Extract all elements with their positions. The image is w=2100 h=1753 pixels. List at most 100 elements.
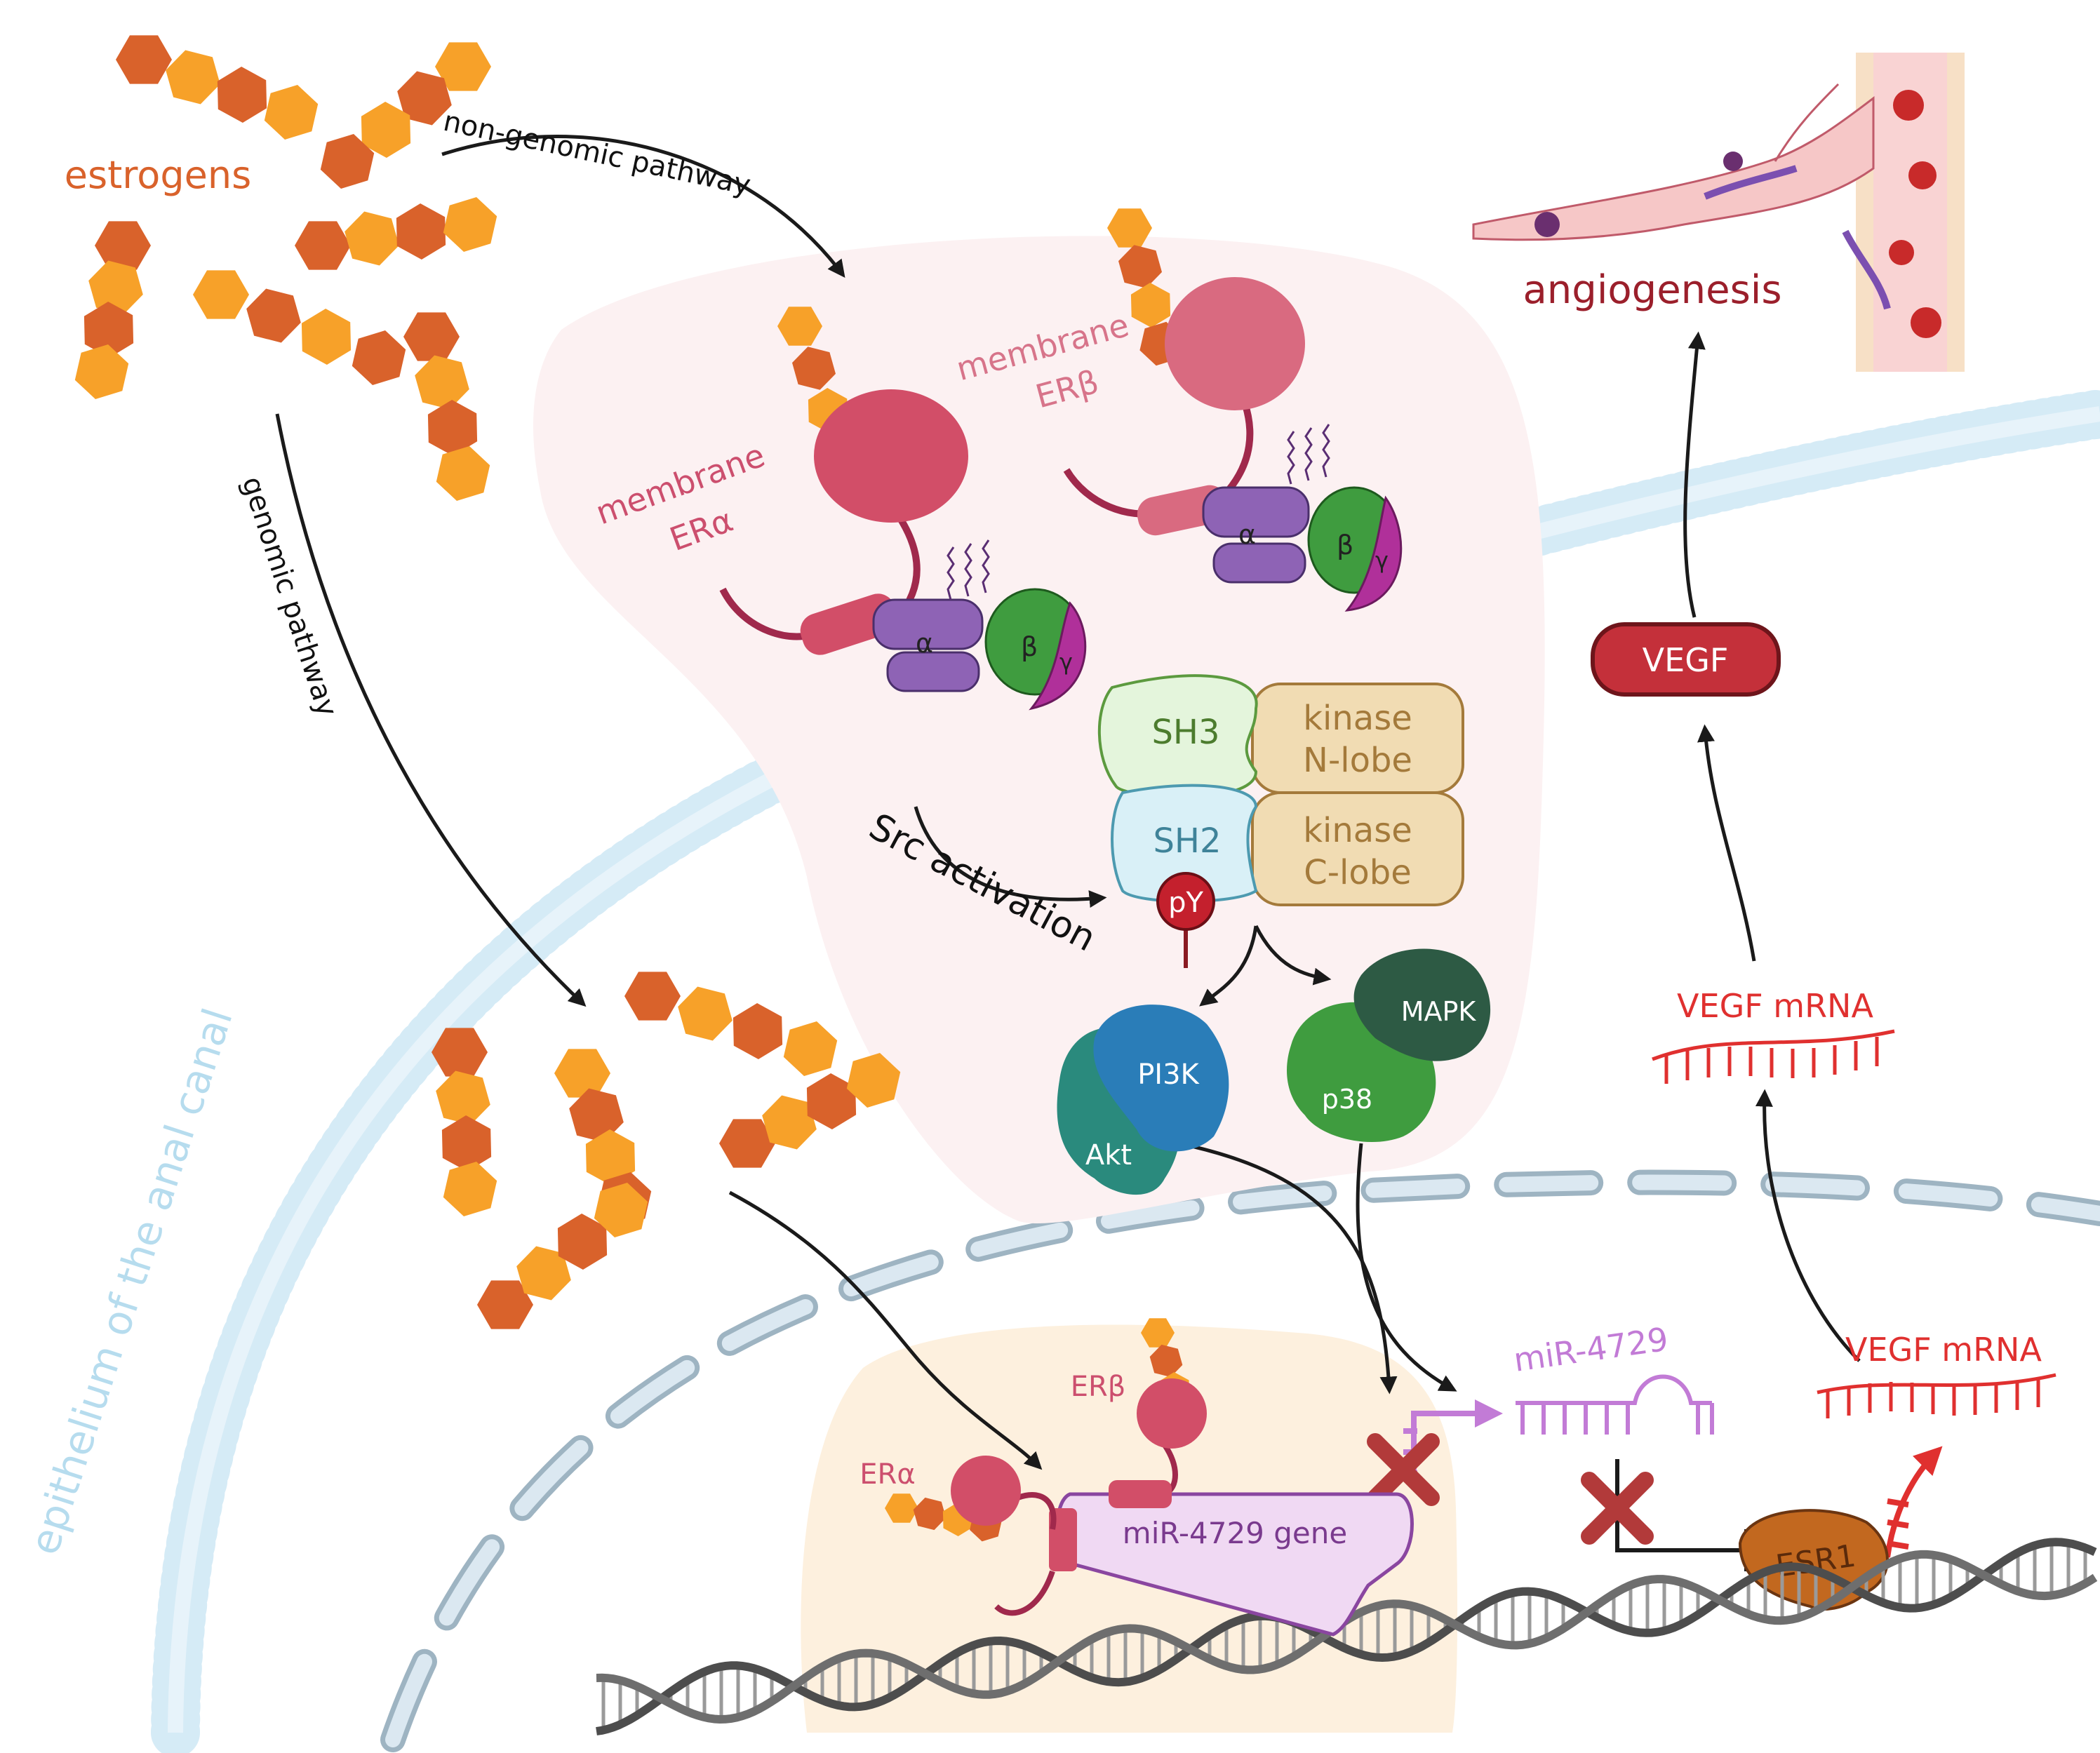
estrogen-ring bbox=[74, 344, 129, 399]
kinase-n-label-2: N-lobe bbox=[1303, 741, 1412, 780]
estrogen-ring bbox=[1149, 1344, 1183, 1378]
estrogen-ring bbox=[777, 307, 822, 346]
arrow-vegf-to-angiogenesis bbox=[1683, 331, 1706, 618]
g-alpha-label-2: α bbox=[1238, 519, 1256, 550]
estrogen-ring bbox=[443, 1162, 497, 1216]
mir-4729-label: miR-4729 bbox=[1511, 1320, 1671, 1379]
estrogen-ring bbox=[885, 1493, 918, 1523]
estrogen-ring bbox=[436, 1070, 490, 1125]
nongenomic-panel bbox=[533, 236, 1545, 1223]
estrogen-ring bbox=[193, 270, 249, 319]
estrogen-ring bbox=[301, 309, 352, 365]
inhibition-line bbox=[1615, 1459, 1747, 1552]
vegf-mrna-lower-label: VEGF mRNA bbox=[1845, 1331, 2042, 1369]
estrogen-ring bbox=[361, 102, 411, 158]
vegf-mrna-upper-label: VEGF mRNA bbox=[1677, 987, 1873, 1025]
estrogen-ring bbox=[1107, 208, 1152, 248]
kinase-c-label-2: C-lobe bbox=[1304, 853, 1412, 892]
sh3-label: SH3 bbox=[1151, 713, 1219, 752]
estrogen-ring bbox=[594, 1183, 648, 1237]
estrogen-ring bbox=[792, 347, 836, 390]
estrogen-ring bbox=[678, 986, 733, 1041]
arrow-akt-to-gene bbox=[1178, 1141, 1398, 1395]
py-label: pY bbox=[1168, 887, 1203, 919]
estrogen-ring bbox=[783, 1021, 838, 1076]
transcription-block-x-1 bbox=[1367, 1433, 1440, 1506]
estrogen-ring bbox=[477, 1280, 533, 1329]
estrogen-ring bbox=[427, 400, 478, 456]
estrogen-ring bbox=[1130, 283, 1171, 328]
er-beta-nuc-label: ERβ bbox=[1071, 1371, 1126, 1403]
kinase-c-label-1: kinase bbox=[1303, 811, 1412, 850]
estrogen-ring bbox=[557, 1214, 608, 1270]
estrogen-ring bbox=[762, 1095, 817, 1150]
estrogen-molecules bbox=[74, 35, 1199, 1542]
mir-4729-gene bbox=[1049, 1492, 1414, 1637]
estrogen-ring bbox=[554, 1049, 610, 1098]
estrogen-ring bbox=[403, 312, 460, 361]
estrogens-label: estrogens bbox=[65, 153, 251, 197]
estrogen-ring bbox=[217, 67, 267, 123]
estrogen-ring bbox=[806, 1073, 857, 1129]
er-alpha-nuc-label: ERα bbox=[860, 1458, 915, 1491]
estrogen-ring bbox=[397, 71, 452, 126]
mir-gene-label: miR-4729 gene bbox=[1123, 1516, 1347, 1550]
estrogen-ring bbox=[913, 1497, 947, 1531]
g-beta-label-2: β bbox=[1337, 530, 1353, 560]
estrogen-ring bbox=[320, 134, 375, 189]
estrogen-ring bbox=[246, 288, 301, 343]
estrogen-ring bbox=[396, 203, 446, 260]
g-beta-label: β bbox=[1021, 631, 1038, 662]
esr1-transcription-arrow bbox=[1885, 1446, 1943, 1558]
arrow-p38-to-gene bbox=[1356, 1143, 1457, 1392]
arrow-mrna-to-vegf bbox=[1697, 724, 1756, 962]
arrow-src-activation bbox=[914, 806, 1107, 908]
p38-mapk-complex: MAPK p38 bbox=[1287, 948, 1491, 1143]
estrogen-ring bbox=[83, 302, 134, 358]
nuclear-er-alpha bbox=[951, 1456, 1057, 1616]
arrow-estrogen-to-nucleus bbox=[728, 1190, 1043, 1470]
estrogen-ring bbox=[585, 1129, 636, 1186]
vegf-mrna-lower-strand bbox=[1817, 1373, 2056, 1418]
angiogenesis-label: angiogenesis bbox=[1523, 267, 1781, 313]
estrogen-ring bbox=[345, 211, 399, 266]
g-gamma-label-2: γ bbox=[1375, 547, 1389, 574]
pathway-arrows bbox=[275, 135, 1861, 1470]
pi3k-label: PI3K bbox=[1137, 1059, 1200, 1091]
mapk-label: MAPK bbox=[1401, 996, 1477, 1027]
non-genomic-label: non-genomic pathway bbox=[441, 105, 754, 202]
nuclear-er-beta bbox=[1109, 1378, 1207, 1508]
lipid-anchors bbox=[947, 424, 1330, 600]
vegf-mrna-upper-strand bbox=[1652, 1029, 1895, 1084]
estrogen-ring bbox=[569, 1088, 624, 1143]
phosphotyrosine bbox=[1156, 872, 1215, 931]
nuclear-envelope bbox=[380, 1169, 2100, 1752]
estrogen-ring bbox=[1118, 245, 1162, 288]
g-protein-er-beta bbox=[1202, 486, 1403, 612]
estrogen-ring bbox=[1141, 1318, 1175, 1348]
vegf-protein bbox=[1591, 622, 1781, 697]
sh2-domain bbox=[1111, 784, 1258, 903]
estrogen-ring bbox=[441, 1115, 492, 1171]
estrogen-ring bbox=[295, 221, 351, 270]
arrow-genomic bbox=[275, 413, 587, 1007]
mir-4729-strand bbox=[1516, 1374, 1714, 1435]
estrogen-ring bbox=[624, 972, 681, 1021]
blood-vessel-illustration bbox=[1472, 53, 1965, 372]
mapk-protein bbox=[1353, 948, 1491, 1061]
pi3k-akt-complex: PI3K Akt bbox=[1057, 1005, 1229, 1195]
kinase-n-label-1: kinase bbox=[1303, 699, 1412, 738]
arrow-non-genomic bbox=[441, 135, 845, 278]
kinase-c-lobe bbox=[1251, 791, 1464, 906]
g-protein-er-alpha bbox=[872, 588, 1087, 711]
estrogen-ring bbox=[436, 446, 490, 501]
pi3k-protein bbox=[1093, 1005, 1229, 1152]
akt-label: Akt bbox=[1085, 1139, 1132, 1171]
vegf-label: VEGF bbox=[1643, 641, 1729, 679]
sh2-label: SH2 bbox=[1153, 821, 1221, 861]
estrogen-ring bbox=[846, 1053, 901, 1108]
estrogen-ring bbox=[88, 260, 143, 315]
estrogen-ring bbox=[719, 1119, 775, 1168]
estrogen-ring bbox=[443, 197, 497, 252]
